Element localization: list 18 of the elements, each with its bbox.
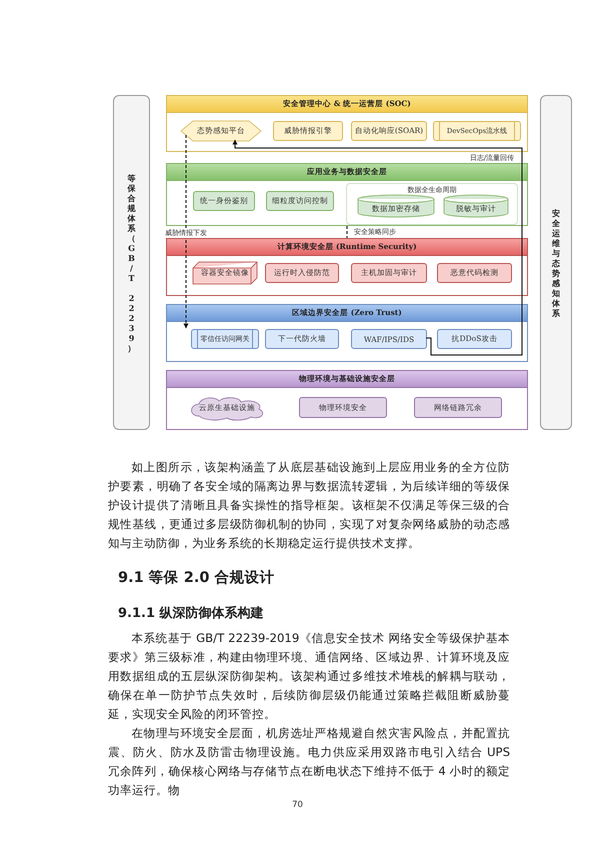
arrow — [184, 134, 188, 328]
layer-panel — [166, 95, 528, 152]
layer-panel — [166, 370, 528, 430]
band-title: 等保合规体系（GB/T 22239） — [128, 172, 136, 352]
side-band — [113, 95, 150, 430]
paragraph: 本系统基于 GB/T 22239-2019《信息安全技术 网络安全等级保护基本要求》第三级标准，构建由物理环境、通信网络、区域边界、计算环境及应用数据组成的五层纵深防御架构。该架构通过多维技术堆栈的解耦与联动，确保在单一防护节点失效时，后续防御层级仍能通过策略拦截阻断威胁蔓延，实现安全风险的闭环管控。 — [108, 630, 510, 723]
group-box — [346, 183, 518, 225]
layer-panel — [166, 304, 528, 362]
page-number: 70 — [291, 800, 304, 810]
layer-panel — [166, 238, 528, 296]
subsection-heading: 9.1.1 纵深防御体系构建 — [118, 604, 264, 622]
side-band — [540, 95, 572, 430]
paragraph: 在物理与环境安全层面，机房选址严格规避自然灾害风险点，并配置抗震、防火、防水及防雷击物理设施。电力供应采用双路市电引入结合 UPS 冗余阵列，确保核心网络与存储节点在断电状态下维持不低于 4 小时的额定功率运行。物 — [108, 725, 510, 799]
section-heading: 9.1 等保 2.0 合规设计 — [118, 568, 275, 587]
arrow — [232, 140, 522, 356]
layer-panel — [166, 163, 528, 226]
paragraph: 如上图所示，该架构涵盖了从底层基础设施到上层应用业务的全方位防护要素，明确了各安全域的隔离边界与数据流转逻辑，为后续详细的等级保护设计提供了清晰且具备实操性的指导框架。该框架不仅满足等保三级的合规性基线，更通过多层级防御机制的协同，实现了对复杂网络威胁的动态感知与主动防御，为业务系统的长期稳定运行提供技术支撑。 — [108, 459, 510, 552]
band-title: 安全运维与态势感知体系 — [552, 208, 560, 318]
